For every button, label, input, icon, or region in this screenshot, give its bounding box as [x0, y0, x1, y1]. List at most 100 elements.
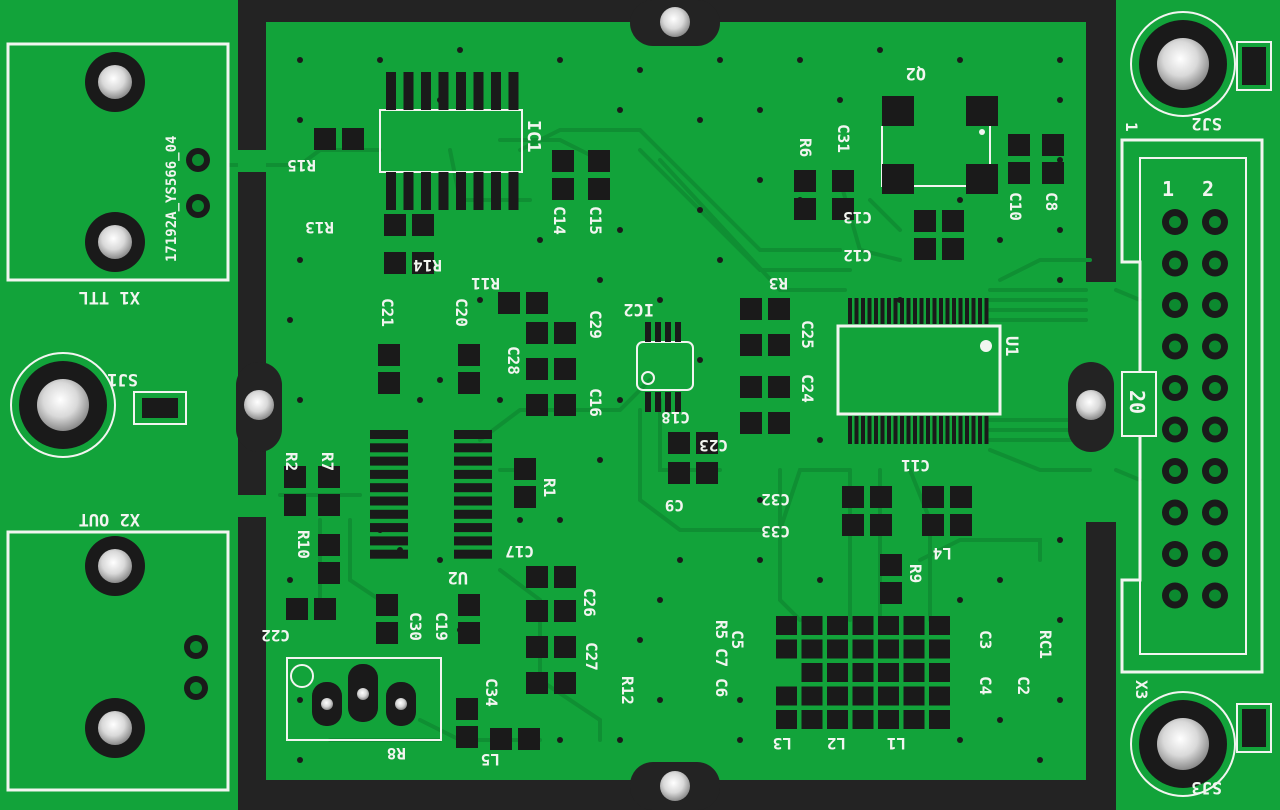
x3-pin: [1202, 333, 1228, 360]
via: [557, 57, 563, 63]
passive-pad-pair: [526, 672, 576, 694]
via: [617, 227, 623, 233]
via: [297, 697, 303, 703]
via: [1057, 697, 1063, 703]
via: [997, 717, 1003, 723]
u2-pad: [370, 549, 408, 559]
via: [297, 757, 303, 763]
x3-pin: [1162, 292, 1188, 318]
via: [1057, 227, 1063, 233]
matrix-pad: [827, 710, 848, 729]
mount-hole-bottom-right: [1130, 691, 1236, 797]
via: [377, 527, 383, 533]
u1-pad: [919, 298, 924, 324]
trace: [1114, 288, 1142, 302]
label-c25: C25: [798, 320, 817, 349]
label-c13: C13: [843, 208, 872, 227]
x2-mount-hole-bottom: [85, 698, 145, 758]
via: [757, 557, 763, 563]
sj3-pad: [1236, 703, 1272, 753]
via: [457, 47, 463, 53]
via: [377, 57, 383, 63]
label-u2: U2: [448, 567, 468, 587]
u1-pad: [913, 298, 917, 324]
x3-pin: [1162, 499, 1188, 526]
u1-pad: [867, 298, 872, 324]
u1-pad: [893, 298, 898, 324]
ic2-pad: [675, 392, 681, 412]
label-c17: C17: [505, 542, 534, 561]
passive-pad-pair: [384, 214, 434, 236]
label-c9: C9: [665, 496, 684, 515]
via: [417, 397, 423, 403]
passive-components: [284, 128, 1064, 750]
label-c12: C12: [843, 246, 872, 265]
u1-chip: [836, 298, 1002, 444]
label-pin20: 20: [1125, 390, 1149, 414]
u2-pad: [454, 523, 492, 533]
via: [477, 297, 483, 303]
x3-pin: [1162, 333, 1188, 360]
u1-pad: [926, 298, 930, 324]
via: [757, 177, 763, 183]
matrix-pad: [903, 710, 925, 729]
x3-pin: [1162, 458, 1188, 484]
u1-pad: [848, 298, 852, 324]
via: [697, 117, 703, 123]
label-r13: R13: [305, 218, 334, 237]
ic1-chip: [379, 72, 523, 210]
label-r3: R3: [769, 274, 788, 293]
label-c33: C33: [761, 522, 790, 541]
label-c31: C31: [834, 124, 853, 153]
label-c3: C3: [976, 630, 995, 649]
u1-pad: [887, 416, 891, 444]
ic1-pad: [386, 172, 396, 210]
u2-pad: [370, 483, 408, 493]
matrix-pad: [827, 686, 848, 706]
u1-pad: [900, 298, 904, 324]
passive-pad-pair: [384, 252, 434, 274]
via: [677, 557, 683, 563]
u1-pad: [848, 416, 852, 444]
u2-pad: [370, 456, 408, 466]
passive-pad-pair: [740, 412, 790, 434]
label-l4: L4: [933, 544, 952, 563]
label-l2: L2: [827, 734, 846, 753]
passive-pad-pair: [842, 486, 892, 508]
label-r10: R10: [294, 530, 313, 559]
ic1-pad: [491, 72, 501, 110]
label-c24: C24: [798, 374, 817, 403]
label-pin1-corner: 1: [1122, 122, 1141, 132]
passive-pad-pair: [526, 600, 576, 622]
ic2-pad: [655, 322, 661, 342]
trace: [638, 408, 852, 532]
u2-pad: [370, 443, 408, 453]
passive-pad-pair: [286, 598, 336, 620]
matrix-pad: [903, 686, 925, 706]
trace: [658, 158, 847, 292]
passive-pad-pair: [458, 594, 480, 644]
matrix-pad: [801, 686, 823, 706]
u1-pad: [952, 416, 956, 444]
matrix-pad: [929, 686, 950, 706]
via: [397, 547, 403, 553]
label-c26: C26: [580, 588, 599, 617]
matrix-pad: [878, 686, 899, 706]
via: [737, 697, 743, 703]
u1-pad: [887, 298, 891, 324]
label-c14: C14: [550, 206, 569, 235]
matrix-pad: [878, 710, 899, 729]
label-sj2: SJ2: [1191, 113, 1222, 133]
label-c15: C15: [586, 206, 605, 235]
u1-pad: [880, 298, 885, 324]
trace: [918, 538, 1042, 562]
u1-pad: [913, 416, 917, 444]
label-r1: R1: [540, 478, 559, 497]
x1-mount-hole-bottom: [85, 212, 145, 272]
via: [287, 577, 293, 583]
label-c23: C23: [699, 436, 728, 455]
u2-pad: [370, 430, 408, 439]
mount-notch-left: [236, 362, 282, 452]
passive-pad-pair: [526, 358, 576, 380]
x2-pin-1: [184, 635, 208, 659]
